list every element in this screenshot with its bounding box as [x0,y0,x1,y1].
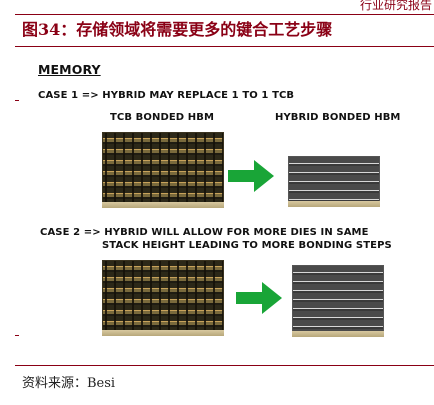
margin-tick [15,100,19,101]
slide-heading: MEMORY [38,62,101,77]
figure-image: MEMORY CASE 1 => HYBRID MAY REPLACE 1 TO… [22,52,432,360]
header-text: 行业研究报告 [359,0,432,12]
arrow-right-icon [228,160,274,192]
tcb-substrate [102,202,224,208]
arrow-right-icon-2 [236,282,282,314]
hybrid-label: HYBRID BONDED HBM [275,112,401,123]
footer-rule [15,365,434,366]
case2-text-line2: STACK HEIGHT LEADING TO MORE BONDING STE… [102,240,392,251]
hybrid-substrate-2 [292,331,384,337]
figure-title: 图34：存储领域将需要更多的键合工艺步骤 [22,20,333,39]
tcb-stack-image [102,132,224,204]
case2-text-line1: CASE 2 => HYBRID WILL ALLOW FOR MORE DIE… [40,227,369,238]
hybrid-stack-image-2 [292,265,384,333]
hybrid-substrate [288,201,380,207]
hybrid-stack-image [288,156,380,203]
tcb-label: TCB BONDED HBM [110,112,215,123]
case1-text: CASE 1 => HYBRID MAY REPLACE 1 TO 1 TCB [38,90,295,101]
source-note: 资料来源：Besi [22,376,116,391]
title-rule [15,46,434,47]
header-rule [15,14,434,15]
tcb-stack-image-2 [102,260,224,332]
margin-tick [15,335,19,336]
tcb-substrate-2 [102,330,224,336]
